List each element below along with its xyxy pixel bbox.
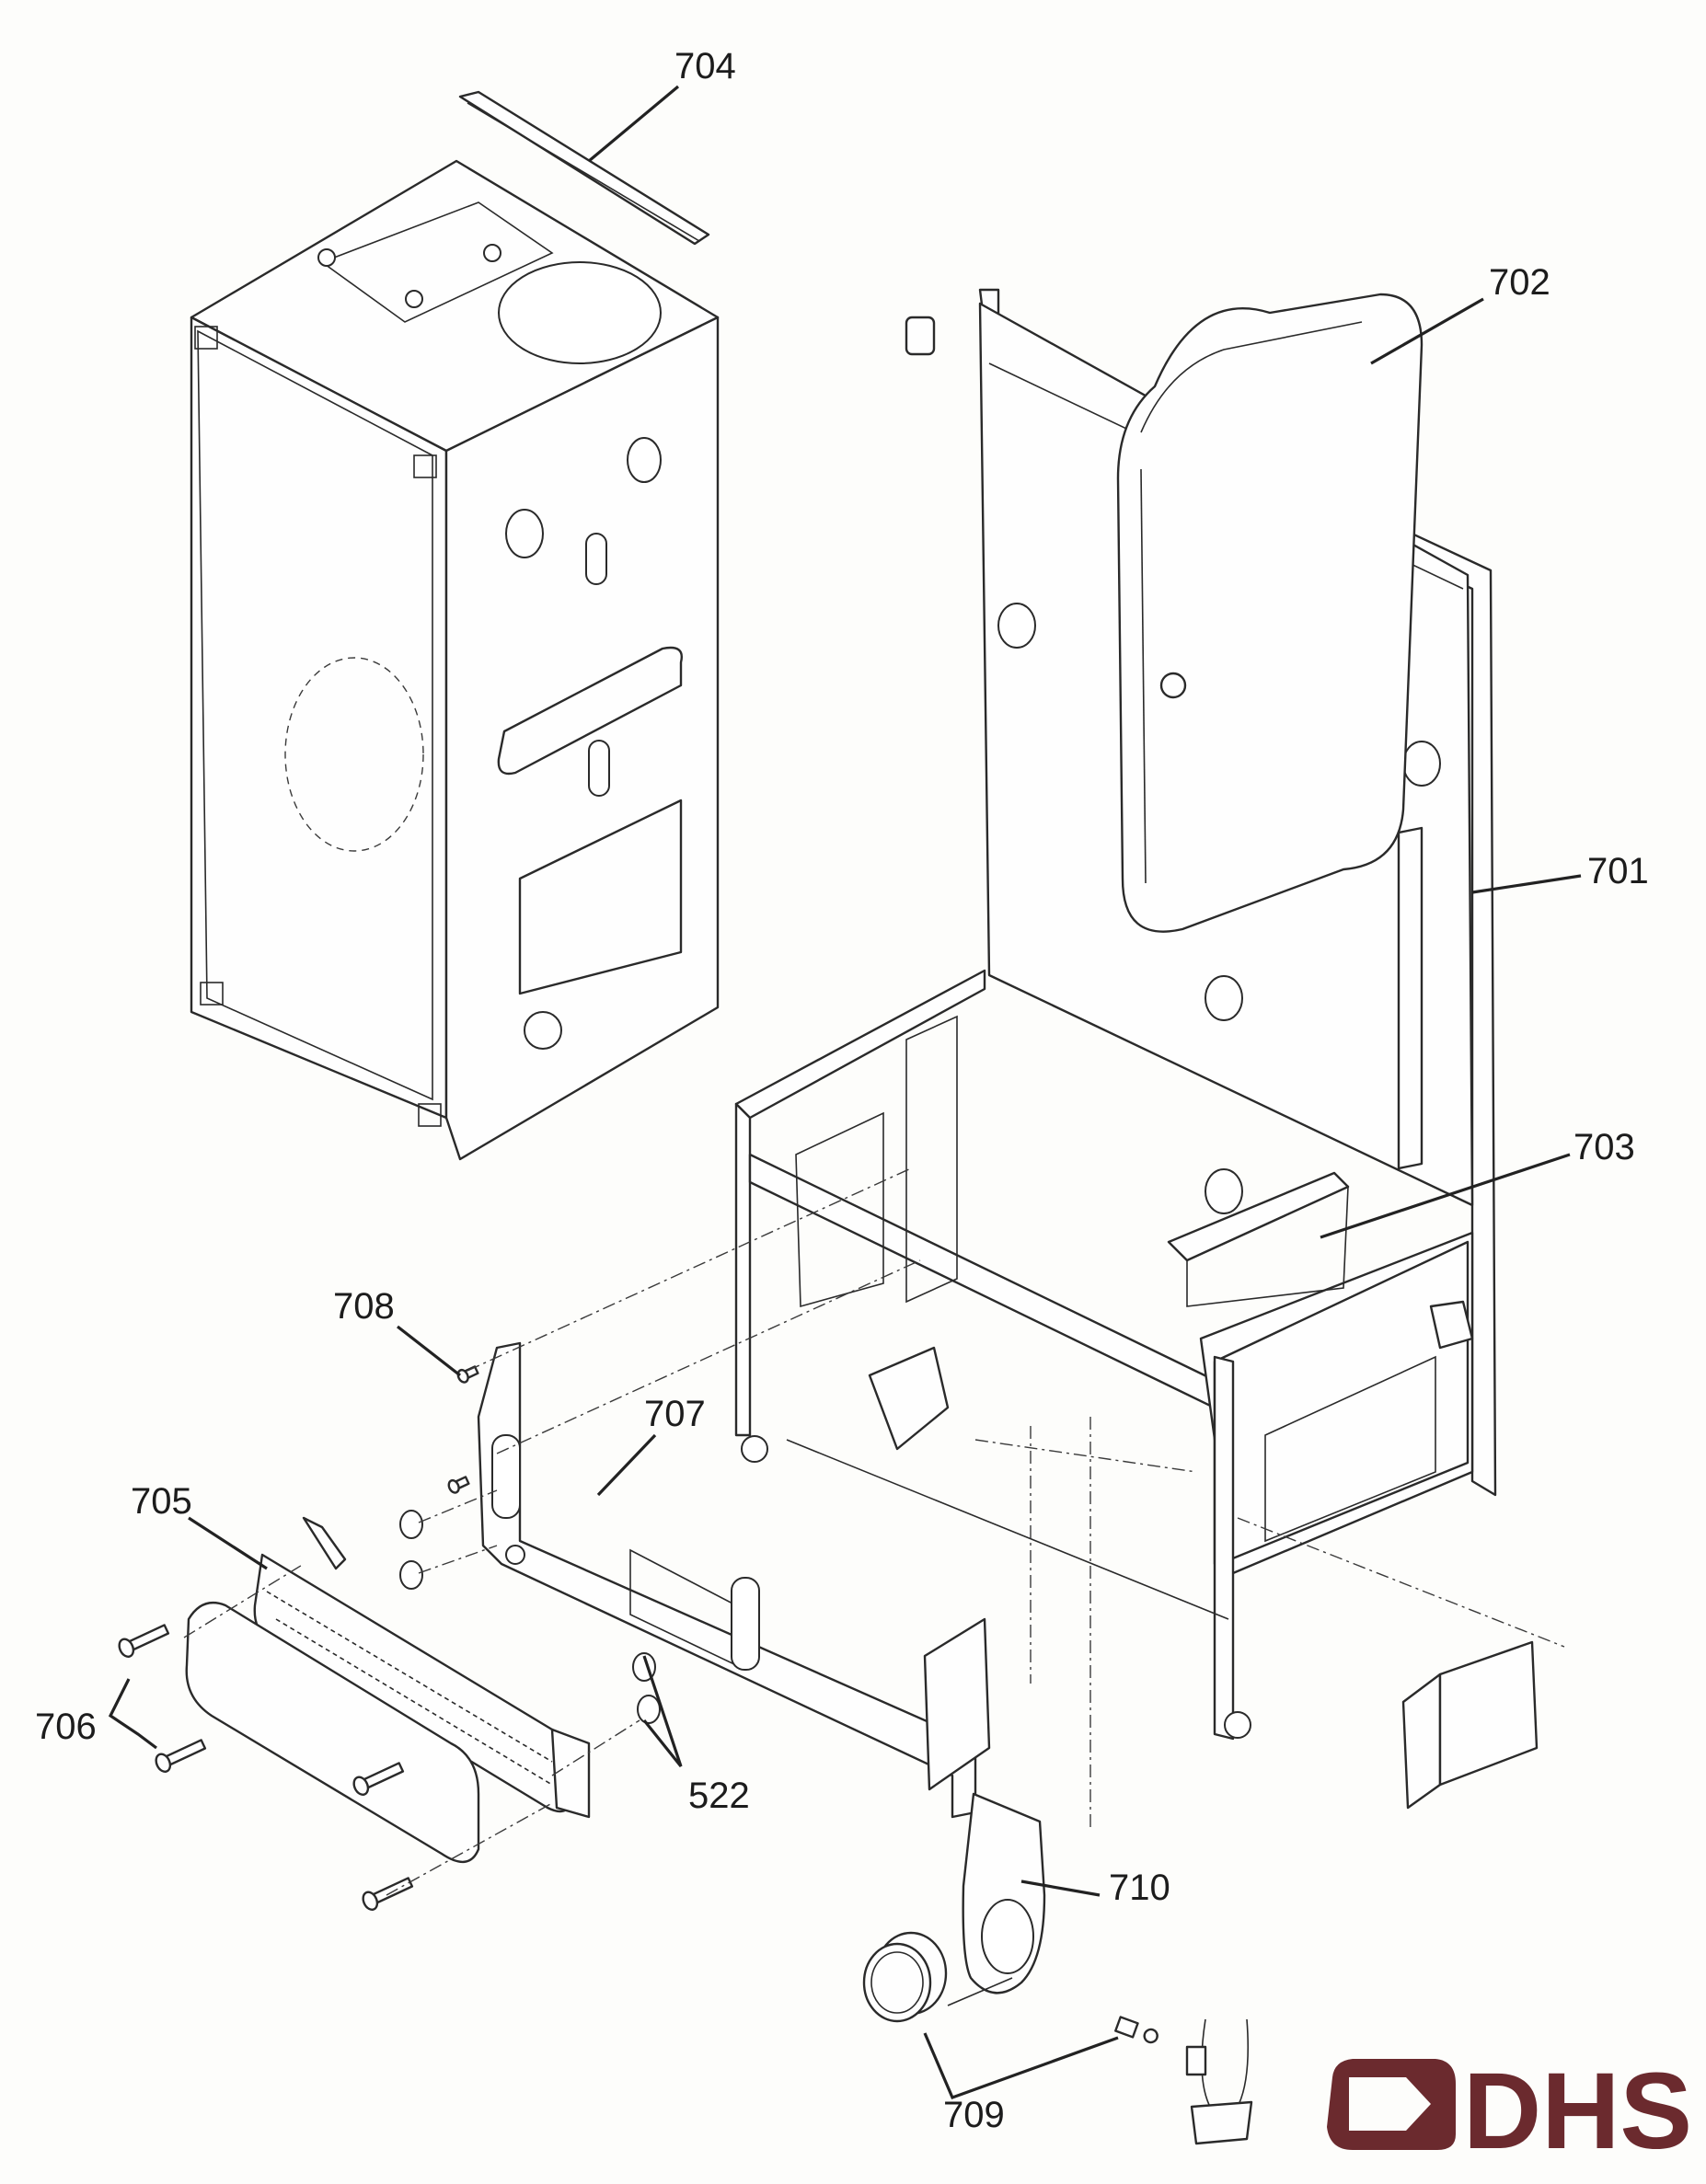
- pressure-gauge: [862, 1931, 1158, 2044]
- label-708: 708: [333, 1286, 395, 1327]
- label-709: 709: [943, 2095, 1005, 2135]
- o-rings: [399, 1510, 661, 1724]
- label-706: 706: [35, 1707, 97, 1747]
- label-710: 710: [1109, 1868, 1170, 1908]
- label-702: 702: [1489, 262, 1550, 303]
- arrow-icon: [1327, 2059, 1456, 2150]
- leader-lines: [108, 85, 1582, 2100]
- outer-casing: [190, 159, 720, 1161]
- dhs-logo: DHS: [1327, 2051, 1692, 2172]
- heat-exchanger-bracket: [477, 1341, 991, 1819]
- plate-heat-exchanger: [185, 1516, 591, 1863]
- label-701: 701: [1587, 851, 1649, 891]
- top-rail: [458, 90, 710, 246]
- gauge-bracket: [962, 1792, 1046, 1994]
- pipe: [1185, 2018, 1253, 2145]
- label-705: 705: [131, 1481, 192, 1522]
- label-704: 704: [674, 46, 736, 86]
- screws: [118, 1365, 479, 1912]
- logo-text: DHS: [1463, 2051, 1692, 2172]
- label-522: 522: [688, 1776, 750, 1816]
- part-labels: 704 702 701 703 708 707 705 706 522 710 …: [35, 46, 1649, 2135]
- label-703: 703: [1573, 1127, 1635, 1167]
- label-707: 707: [644, 1394, 706, 1434]
- assembly-lines: [183, 1167, 1565, 1896]
- expansion-vessel: [1116, 293, 1424, 933]
- small-bracket: [1401, 1640, 1539, 1810]
- lower-frame: [734, 969, 1474, 1741]
